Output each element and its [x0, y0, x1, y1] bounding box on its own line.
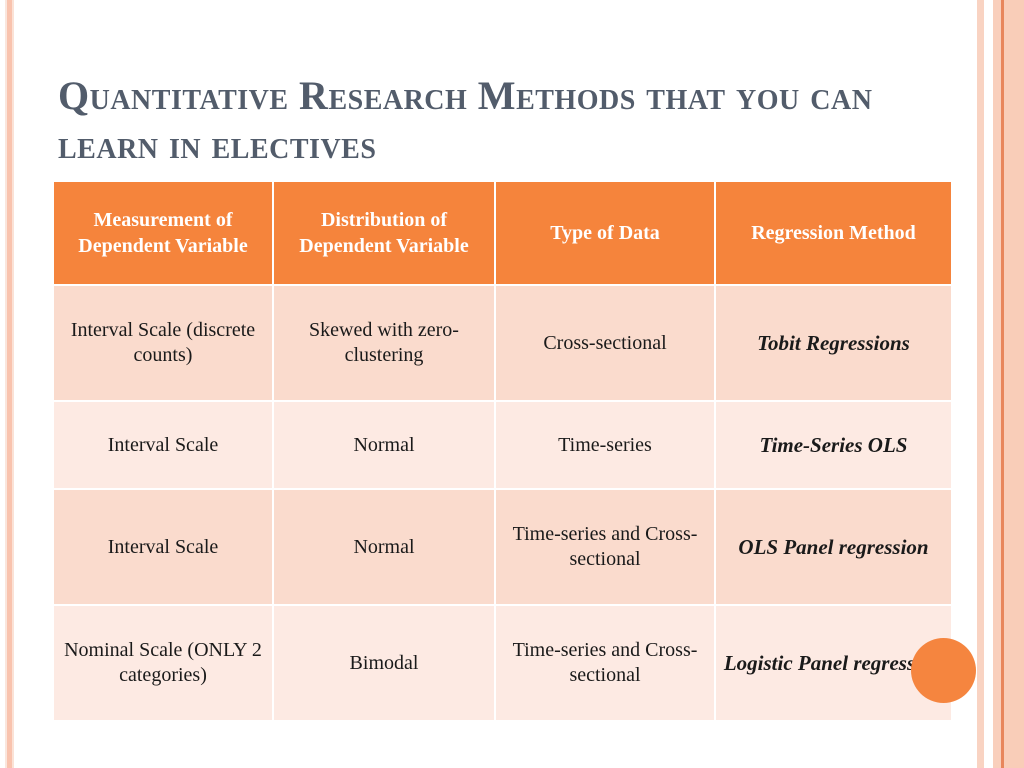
methods-table: Measurement of Dependent Variable Distri…: [52, 180, 953, 722]
cell-measurement: Interval Scale: [54, 402, 272, 488]
table-header-measurement: Measurement of Dependent Variable: [54, 182, 272, 284]
cell-distribution: Bimodal: [274, 606, 494, 720]
table-header-data-type: Type of Data: [496, 182, 714, 284]
cell-distribution: Normal: [274, 402, 494, 488]
cell-data-type: Cross-sectional: [496, 286, 714, 400]
table-row: Interval Scale (discrete counts) Skewed …: [54, 286, 951, 400]
cell-distribution: Skewed with zero-clustering: [274, 286, 494, 400]
left-edge-stripe-1: [5, 0, 7, 768]
right-edge-stripe-5: [1004, 0, 1024, 768]
cell-regression-method: Logistic Panel regression: [716, 606, 951, 720]
cell-regression-method: Time-Series OLS: [716, 402, 951, 488]
cell-measurement: Nominal Scale (ONLY 2 categories): [54, 606, 272, 720]
table-header-row: Measurement of Dependent Variable Distri…: [54, 182, 951, 284]
table-header-regression-method: Regression Method: [716, 182, 951, 284]
cell-regression-method: OLS Panel regression: [716, 490, 951, 604]
cell-distribution: Normal: [274, 490, 494, 604]
table-row: Interval Scale Normal Time-series and Cr…: [54, 490, 951, 604]
cell-data-type: Time-series and Cross-sectional: [496, 490, 714, 604]
cell-regression-method: Tobit Regressions: [716, 286, 951, 400]
cell-data-type: Time-series: [496, 402, 714, 488]
left-edge-stripe-2: [7, 0, 12, 768]
right-edge-stripe-3: [993, 0, 1001, 768]
page-title: Quantitative Research Methods that you c…: [58, 72, 873, 167]
cell-measurement: Interval Scale (discrete counts): [54, 286, 272, 400]
right-edge-stripe-2: [984, 0, 993, 768]
table-header: Measurement of Dependent Variable Distri…: [54, 182, 951, 284]
accent-circle-decoration: [911, 638, 976, 703]
cell-measurement: Interval Scale: [54, 490, 272, 604]
table-header-distribution: Distribution of Dependent Variable: [274, 182, 494, 284]
left-edge-stripe-3: [12, 0, 14, 768]
right-edge-stripe-1: [977, 0, 984, 768]
cell-data-type: Time-series and Cross-sectional: [496, 606, 714, 720]
table-row: Nominal Scale (ONLY 2 categories) Bimoda…: [54, 606, 951, 720]
right-edge-stripe-4: [1001, 0, 1004, 768]
table-row: Interval Scale Normal Time-series Time-S…: [54, 402, 951, 488]
table-body: Interval Scale (discrete counts) Skewed …: [54, 286, 951, 720]
